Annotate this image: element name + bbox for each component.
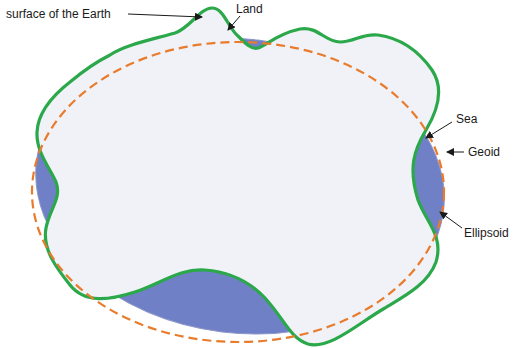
leader-line [128, 14, 202, 17]
earth-surface [37, 8, 439, 345]
leader-line [228, 16, 240, 30]
surface-label: surface of the Earth [6, 7, 111, 21]
leader-line [440, 212, 462, 228]
geoid-label: Geoid [468, 145, 500, 159]
ellipsoid-shape [32, 42, 444, 342]
sea-label: Sea [456, 112, 477, 126]
land-label: Land [236, 2, 263, 16]
leader-line [447, 152, 464, 153]
ellipsoid-label: Ellipsoid [464, 226, 509, 240]
leader-line [426, 122, 452, 138]
